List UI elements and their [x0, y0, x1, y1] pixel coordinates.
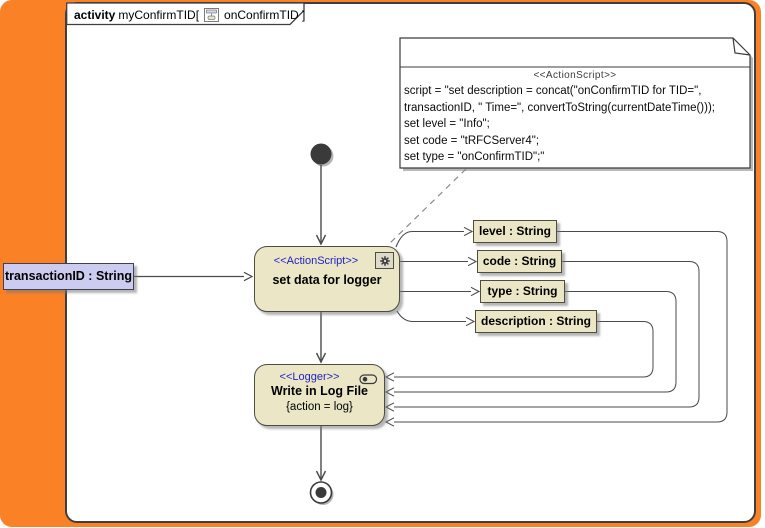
action-stereotype: <<ActionScript>>	[273, 255, 359, 267]
logger-constraint: {action = log}	[286, 401, 353, 413]
logger-node-write-in-log-file[interactable]: <<Logger>> Write in Log File {action = l…	[254, 364, 385, 426]
note-script-text: script = "set description = concat("onCo…	[404, 83, 748, 166]
note-line: transactionID, " Time=", convertToString…	[404, 101, 715, 114]
frame-keyword: activity	[74, 7, 116, 22]
frame-parameter: onConfirmTID ]	[224, 7, 306, 22]
note-line: set level = "Info";	[404, 118, 490, 131]
gear-icon	[375, 252, 394, 269]
action-label: set data for logger	[272, 273, 382, 287]
frame-title[interactable]: activity myConfirmTID[ onConfirmTID ]	[74, 6, 305, 23]
input-parameter-transaction-id[interactable]: transactionID : String	[3, 263, 134, 290]
pin-type[interactable]: type : String	[480, 280, 565, 303]
action-node-set-data-for-logger[interactable]: <<ActionScript>> set data for logger	[254, 246, 400, 312]
frame-name: myConfirmTID[	[118, 7, 200, 22]
note-line: set type = "onConfirmTID";"	[404, 151, 545, 164]
pin-level[interactable]: level : String	[473, 220, 557, 243]
pin-description[interactable]: description : String	[475, 310, 597, 333]
activity-diagram-icon	[204, 7, 220, 22]
note-line: script = "set description = concat("onCo…	[404, 85, 702, 97]
logger-label: Write in Log File	[271, 384, 368, 398]
note-line: set code = "tRFCServer4";	[404, 134, 540, 147]
note-stereotype: <<ActionScript>>	[533, 70, 617, 81]
pin-code[interactable]: code : String	[477, 250, 562, 273]
logger-pill-icon	[359, 372, 378, 390]
logger-stereotype: <<Logger>>	[279, 371, 340, 383]
